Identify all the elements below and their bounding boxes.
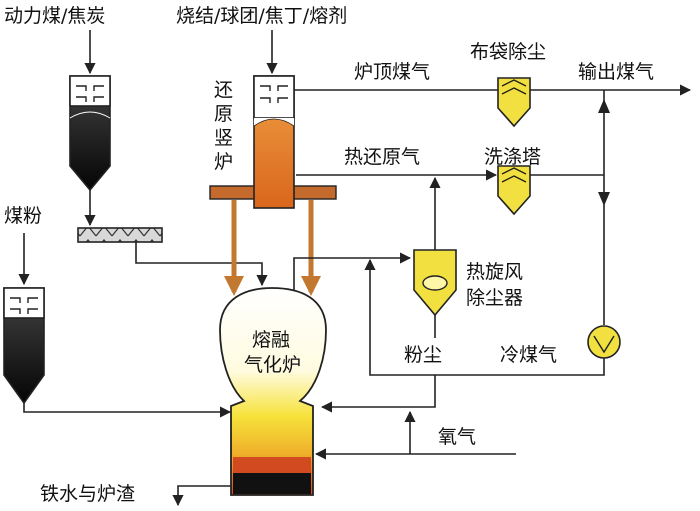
label-coal-powder: 煤粉 — [4, 205, 42, 227]
gas-header-line — [598, 90, 610, 325]
label-hot-reducing-gas: 热还原气 — [344, 146, 420, 168]
cold-gas-fan — [587, 325, 621, 359]
label-shaft-4: 炉 — [214, 151, 233, 173]
label-shaft-2: 原 — [214, 103, 233, 125]
scrubber — [497, 165, 531, 216]
melter-gas-to-cyclone-line — [293, 252, 412, 298]
label-cold-gas: 冷煤气 — [500, 344, 557, 366]
coal-coke-bin — [69, 75, 111, 192]
coal-powder-to-melter-line — [23, 403, 232, 418]
label-bag-filter: 布袋除尘 — [470, 41, 546, 63]
label-hot-cyclone-2: 除尘器 — [466, 287, 523, 309]
hot-cyclone — [413, 249, 457, 317]
reduction-shaft — [209, 75, 337, 209]
label-coal-coke: 动力煤/焦炭 — [4, 5, 105, 27]
screw-to-melter-line — [135, 242, 268, 287]
label-output: 铁水与炉渣 — [40, 483, 135, 505]
bag-filter — [497, 77, 531, 128]
label-hot-cyclone-1: 热旋风 — [466, 261, 523, 283]
output-line — [172, 485, 231, 507]
label-feed: 烧结/球团/焦丁/熔剂 — [176, 5, 347, 27]
label-dust: 粉尘 — [404, 344, 442, 366]
cold-gas-return-line — [364, 258, 605, 376]
screw-feeder — [77, 227, 163, 243]
coal-powder-bin — [3, 287, 45, 405]
dust-return-line — [320, 375, 436, 413]
oxygen-line — [314, 410, 516, 460]
label-shaft-3: 竖 — [214, 127, 233, 149]
label-melter-1: 熔融 — [252, 329, 290, 351]
label-scrubber: 洗涤塔 — [484, 146, 541, 168]
label-shaft-1: 还 — [214, 79, 233, 101]
label-export-gas: 输出煤气 — [578, 61, 654, 83]
label-oxygen: 氧气 — [438, 426, 476, 448]
label-top-gas: 炉顶煤气 — [354, 61, 430, 83]
melter-gasifier — [219, 287, 327, 496]
label-melter-2: 气化炉 — [244, 354, 301, 376]
